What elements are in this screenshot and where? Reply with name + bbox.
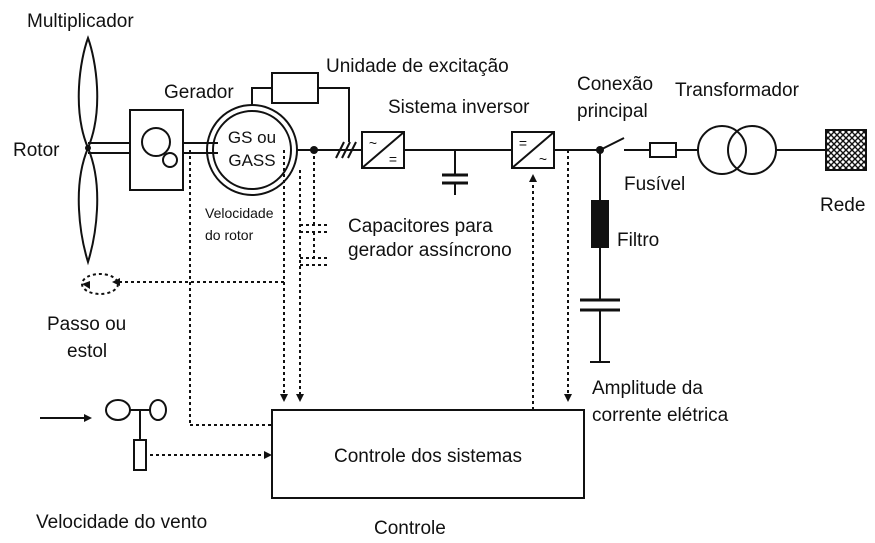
label-conexao: Conexão [577, 74, 653, 95]
label-controle: Controle [374, 518, 446, 539]
label-gerador: Gerador [164, 82, 234, 103]
control-box: Controle dos sistemas [271, 409, 585, 499]
pitch-control-symbol [81, 273, 119, 295]
grid-symbol [825, 129, 867, 171]
label-velocidade-rotor-1: Velocidade [205, 205, 274, 221]
label-passo-2: estol [67, 341, 107, 362]
label-capacitores-2: gerador assíncrono [348, 240, 512, 261]
generator-text-1: GS ou [228, 128, 276, 147]
inverter1-ac-symbol: ~ [369, 135, 377, 151]
label-unidade-excitacao: Unidade de excitação [326, 56, 509, 77]
generator-text-2: GASS [228, 151, 275, 170]
label-capacitores-1: Capacitores para [348, 216, 493, 237]
label-amplitude-1: Amplitude da [592, 378, 703, 399]
async-capacitors [300, 150, 328, 266]
inverter1-dc-symbol: = [389, 151, 397, 167]
label-filtro: Filtro [617, 230, 659, 251]
label-rotor: Rotor [13, 140, 60, 161]
label-rede: Rede [820, 195, 865, 216]
label-velocidade-rotor-2: do rotor [205, 227, 254, 243]
label-principal: principal [577, 101, 648, 122]
gearbox [129, 109, 184, 191]
inverter2-ac-symbol: ~ [539, 151, 547, 167]
label-transformador: Transformador [675, 80, 800, 101]
inverter-dc-ac: = ~ [511, 131, 555, 169]
label-amplitude-2: corrente elétrica [592, 405, 729, 426]
excitation-unit [251, 72, 350, 142]
filter-branch [580, 150, 620, 363]
fuse [649, 142, 677, 158]
label-passo-1: Passo ou [47, 314, 126, 335]
label-sistema-inversor: Sistema inversor [388, 97, 530, 118]
label-fusivel: Fusível [624, 174, 685, 195]
control-box-label: Controle dos sistemas [334, 446, 522, 467]
inverter-ac-dc: ~ = [361, 131, 405, 169]
label-multiplicador: Multiplicador [27, 11, 134, 32]
main-switch [599, 137, 625, 151]
inverter2-dc-symbol: = [519, 135, 527, 151]
transformer [697, 125, 777, 175]
dc-link-capacitor [442, 150, 468, 195]
control-signals [112, 150, 572, 459]
anemometer [40, 399, 167, 471]
label-velocidade-vento: Velocidade do vento [36, 512, 207, 533]
rotor-blades [77, 35, 99, 266]
